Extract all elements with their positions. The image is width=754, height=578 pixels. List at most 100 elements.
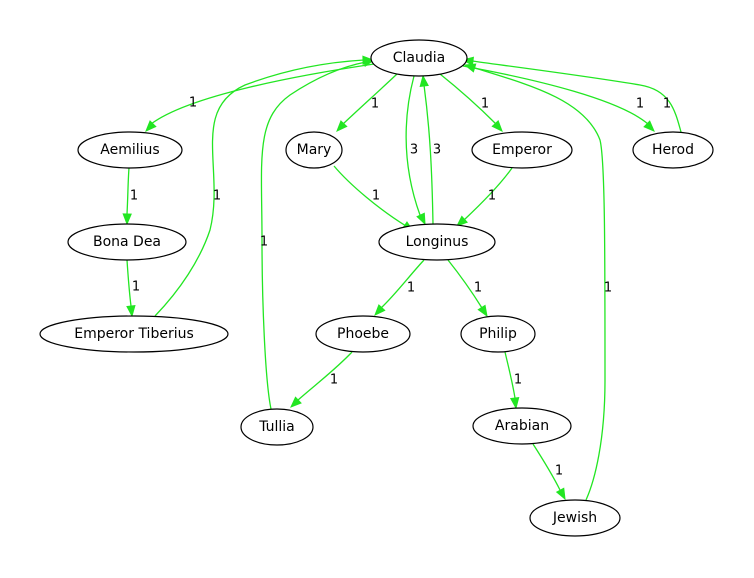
node-ellipse-arabian bbox=[472, 407, 572, 445]
node-label-jewish: Jewish bbox=[552, 510, 597, 526]
edge-label-claudia-mary: 1 bbox=[371, 97, 379, 112]
node-claudia[interactable]: Claudia bbox=[370, 39, 468, 77]
arrowhead-arabian-jewish bbox=[555, 487, 566, 501]
arrowhead-claudia-emperor bbox=[491, 120, 503, 132]
node-label-emperor: Emperor bbox=[492, 142, 552, 158]
edge-claudia-herod[interactable]: 1 bbox=[462, 65, 655, 132]
edge-line-longinus-phoebe bbox=[380, 259, 425, 309]
edge-label-bona_dea-emperor_tiberius: 1 bbox=[132, 280, 140, 295]
edge-label-claudia-emperor: 1 bbox=[481, 97, 489, 112]
edge-jewish-claudia[interactable]: 1 bbox=[463, 63, 612, 501]
node-ellipse-aemilius bbox=[77, 131, 183, 169]
edge-phoebe-tullia[interactable]: 1 bbox=[290, 351, 353, 408]
node-label-claudia: Claudia bbox=[393, 50, 445, 66]
node-ellipse-emperor_tiberius bbox=[39, 315, 229, 353]
arrowhead-claudia-longinus bbox=[416, 212, 426, 226]
edge-line-claudia-emperor bbox=[439, 73, 497, 125]
edge-claudia-aemilius[interactable]: 1 bbox=[145, 63, 375, 132]
node-tullia[interactable]: Tullia bbox=[240, 408, 314, 446]
node-ellipse-phoebe bbox=[315, 315, 411, 353]
node-ellipse-longinus bbox=[378, 223, 496, 261]
node-label-mary: Mary bbox=[297, 142, 332, 158]
node-emperor[interactable]: Emperor bbox=[471, 131, 573, 169]
edge-arabian-jewish[interactable]: 1 bbox=[532, 443, 566, 501]
edge-longinus-claudia[interactable]: 3 bbox=[419, 74, 441, 225]
edge-line-herod-claudia bbox=[471, 60, 682, 133]
node-ellipse-tullia bbox=[240, 408, 314, 446]
edge-line-tullia-claudia bbox=[260, 61, 367, 410]
edge-line-mary-longinus bbox=[333, 165, 407, 227]
edge-line-jewish-claudia bbox=[474, 67, 606, 501]
node-herod[interactable]: Herod bbox=[632, 131, 714, 169]
node-ellipse-philip bbox=[460, 315, 536, 353]
node-label-herod: Herod bbox=[652, 142, 694, 158]
edge-aemilius-bona_dea[interactable]: 1 bbox=[122, 167, 138, 226]
edge-label-jewish-claudia: 1 bbox=[604, 281, 612, 296]
edge-label-herod-claudia: 1 bbox=[663, 97, 671, 112]
node-label-arabian: Arabian bbox=[495, 418, 549, 434]
edge-label-mary-longinus: 1 bbox=[372, 189, 380, 204]
edge-mary-longinus[interactable]: 1 bbox=[333, 165, 415, 232]
edge-label-claudia-herod: 1 bbox=[636, 97, 644, 112]
edge-line-claudia-mary bbox=[342, 73, 398, 125]
edge-claudia-longinus[interactable]: 3 bbox=[405, 75, 426, 226]
edge-philip-arabian[interactable]: 1 bbox=[504, 351, 522, 410]
node-mary[interactable]: Mary bbox=[285, 131, 343, 169]
node-emperor_tiberius[interactable]: Emperor Tiberius bbox=[39, 315, 229, 353]
arrowhead-jewish-claudia bbox=[463, 63, 477, 73]
edge-label-emperor_tiberius-claudia: 1 bbox=[213, 189, 221, 204]
node-philip[interactable]: Philip bbox=[460, 315, 536, 353]
edge-emperor-longinus[interactable]: 1 bbox=[455, 167, 513, 227]
edge-emperor_tiberius-claudia[interactable]: 1 bbox=[154, 55, 375, 317]
edge-label-phoebe-tullia: 1 bbox=[330, 373, 338, 388]
edge-line-longinus-claudia bbox=[423, 84, 434, 225]
node-ellipse-mary bbox=[285, 131, 343, 169]
edge-label-philip-arabian: 1 bbox=[514, 373, 522, 388]
node-jewish[interactable]: Jewish bbox=[529, 499, 621, 537]
node-ellipse-herod bbox=[632, 131, 714, 169]
node-label-emperor_tiberius: Emperor Tiberius bbox=[74, 326, 194, 342]
edge-line-bona_dea-emperor_tiberius bbox=[126, 259, 132, 307]
node-label-philip: Philip bbox=[479, 326, 517, 342]
node-phoebe[interactable]: Phoebe bbox=[315, 315, 411, 353]
node-label-longinus: Longinus bbox=[406, 234, 469, 250]
edge-line-emperor_tiberius-claudia bbox=[154, 59, 365, 317]
arrowhead-longinus-philip bbox=[477, 304, 488, 318]
edge-herod-claudia[interactable]: 1 bbox=[461, 56, 682, 133]
edge-label-tullia-claudia: 1 bbox=[260, 235, 268, 250]
edge-label-aemilius-bona_dea: 1 bbox=[130, 189, 138, 204]
edge-claudia-mary[interactable]: 1 bbox=[336, 73, 398, 132]
node-label-phoebe: Phoebe bbox=[337, 326, 389, 342]
arrowhead-philip-arabian bbox=[509, 396, 520, 410]
edge-claudia-emperor[interactable]: 1 bbox=[439, 73, 503, 132]
edge-label-claudia-longinus: 3 bbox=[410, 143, 418, 158]
node-ellipse-claudia bbox=[370, 39, 468, 77]
edge-longinus-phoebe[interactable]: 1 bbox=[374, 259, 425, 316]
arrowhead-bona_dea-emperor_tiberius bbox=[126, 305, 136, 318]
arrowhead-claudia-aemilius bbox=[145, 120, 157, 132]
arrowhead-aemilius-bona_dea bbox=[122, 213, 132, 226]
node-bona_dea[interactable]: Bona Dea bbox=[67, 223, 187, 261]
edge-line-phoebe-tullia bbox=[297, 351, 353, 401]
edge-line-longinus-philip bbox=[447, 259, 483, 309]
edge-label-longinus-claudia: 3 bbox=[433, 143, 441, 158]
edge-longinus-philip[interactable]: 1 bbox=[447, 259, 488, 318]
edge-label-longinus-philip: 1 bbox=[474, 281, 482, 296]
arrowhead-longinus-claudia bbox=[419, 74, 429, 87]
node-longinus[interactable]: Longinus bbox=[378, 223, 496, 261]
edge-bona_dea-emperor_tiberius[interactable]: 1 bbox=[126, 259, 140, 318]
node-arabian[interactable]: Arabian bbox=[472, 407, 572, 445]
node-aemilius[interactable]: Aemilius bbox=[77, 131, 183, 169]
edge-line-arabian-jewish bbox=[532, 443, 561, 491]
node-label-tullia: Tullia bbox=[258, 419, 295, 435]
edge-line-claudia-longinus bbox=[405, 75, 421, 216]
node-label-aemilius: Aemilius bbox=[100, 142, 159, 158]
node-ellipse-jewish bbox=[529, 499, 621, 537]
edge-line-emperor-longinus bbox=[463, 167, 513, 221]
node-ellipse-emperor bbox=[471, 131, 573, 169]
node-ellipse-bona_dea bbox=[67, 223, 187, 261]
edge-line-claudia-aemilius bbox=[150, 63, 375, 125]
